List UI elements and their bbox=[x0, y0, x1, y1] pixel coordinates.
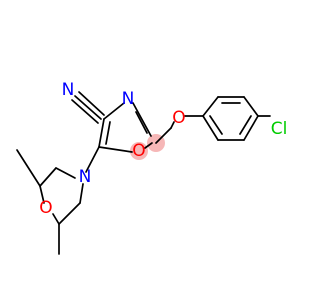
atom-labels: N N O O Cl N O bbox=[39, 80, 287, 218]
bond-c4-c5-inner bbox=[105, 121, 111, 145]
bond-ch2-oether bbox=[170, 121, 175, 129]
atom-morpholine-o: O bbox=[39, 198, 52, 218]
bond-n3-c2-inner bbox=[135, 111, 148, 134]
bond-nitrile-3 bbox=[78, 91, 105, 116]
bond-n3-c2 bbox=[132, 102, 152, 137]
bond-morph-3 bbox=[39, 185, 45, 204]
bond-ph-6-inner bbox=[209, 115, 223, 135]
atom-ether-o: O bbox=[172, 108, 185, 128]
bond-ph-6 bbox=[202, 115, 219, 141]
bond-nitrile-1 bbox=[74, 95, 102, 120]
bond-network bbox=[16, 91, 271, 255]
bond-ph-4-inner bbox=[239, 115, 252, 135]
atom-nitrile-n: N bbox=[62, 80, 75, 100]
molecule-canvas: N N O O Cl N O bbox=[16, 80, 287, 255]
bond-morph-1 bbox=[55, 167, 76, 179]
bond-morph-4 bbox=[52, 213, 60, 225]
molecule-structure: N N O O Cl N O bbox=[16, 80, 287, 255]
bond-ph-4 bbox=[243, 115, 259, 141]
atom-morpholine-n: N bbox=[79, 167, 92, 187]
bond-ph-3 bbox=[243, 96, 259, 117]
highlight-ring-o bbox=[130, 142, 148, 160]
bond-c4-c5 bbox=[98, 118, 105, 148]
bond-morph-5 bbox=[58, 202, 81, 225]
atom-ring-o: O bbox=[132, 141, 145, 161]
bond-c5-nmorph bbox=[85, 146, 100, 173]
bond-c4-n3 bbox=[103, 102, 125, 120]
bond-methyl-top bbox=[16, 149, 41, 187]
bond-morph-6 bbox=[79, 183, 84, 204]
bond-o1-c5 bbox=[98, 146, 133, 153]
bond-c2-o1 bbox=[144, 142, 153, 149]
atom-chlorine: Cl bbox=[271, 119, 288, 139]
atom-ring-n: N bbox=[122, 89, 135, 109]
bond-ph-1 bbox=[202, 96, 219, 117]
bond-nitrile-2 bbox=[71, 99, 99, 124]
bond-morph-2 bbox=[39, 167, 57, 187]
bond-c2-ch2 bbox=[155, 127, 172, 144]
